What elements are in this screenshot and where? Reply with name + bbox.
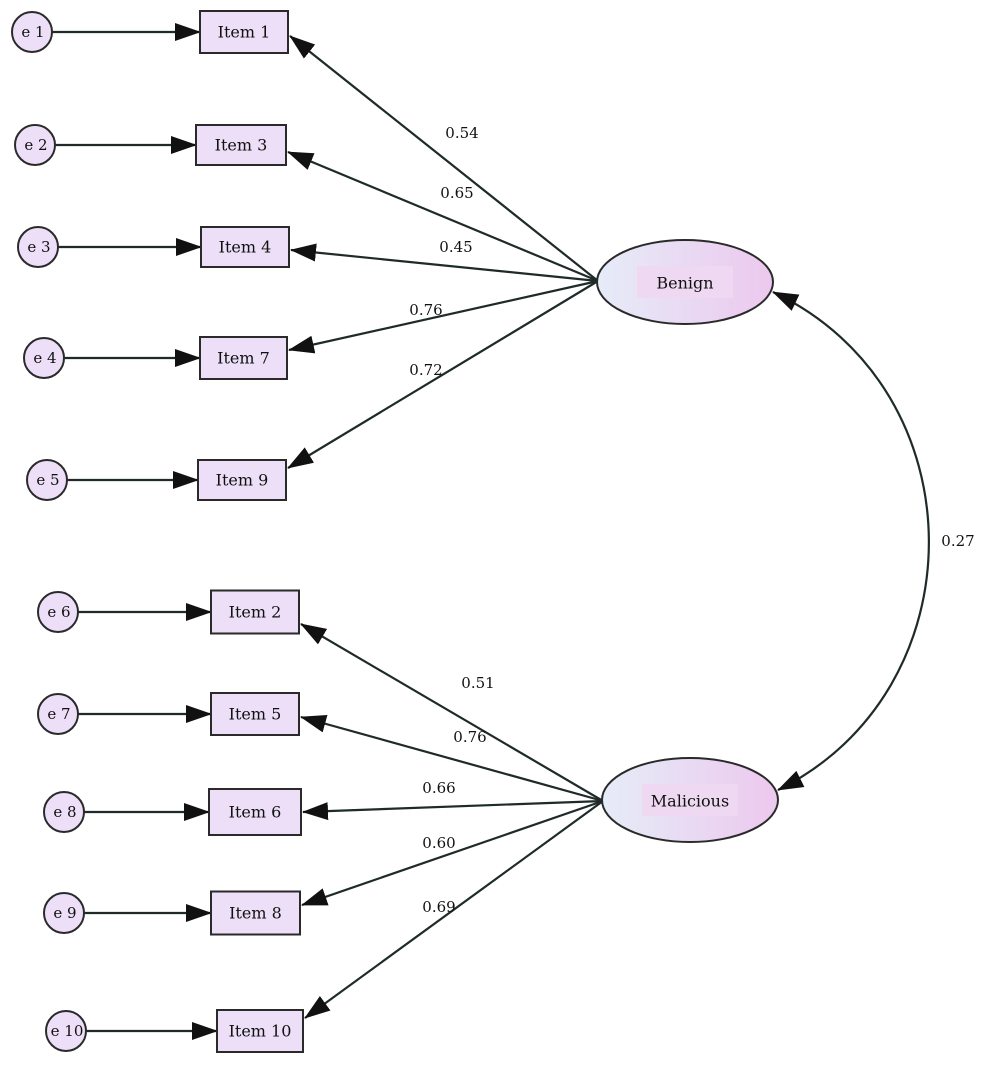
item-9-loading-value: 0.72 (409, 361, 442, 379)
item-1-box (199, 10, 289, 54)
item-2-loading-value: 0.51 (461, 674, 494, 692)
item-4-label: Item 4 (219, 238, 272, 257)
item-10-box (216, 1009, 304, 1053)
error-label-e-8: e 8 (53, 803, 76, 821)
item-9-label: Item 9 (216, 471, 269, 490)
item-3-box (195, 124, 287, 166)
error-circle-e-2 (14, 124, 56, 166)
malicious-factor-label: Malicious (651, 792, 729, 811)
benign-factor-label: Benign (656, 274, 713, 293)
error-circle-e-9 (43, 892, 85, 934)
error-label-e-2: e 2 (24, 136, 47, 154)
error-circle-e-5 (26, 459, 68, 501)
error-circle-e-10 (45, 1010, 87, 1052)
item-7-loading-value: 0.76 (409, 301, 442, 319)
malicious-to-item-8-path (301, 799, 604, 907)
error-circle-e-3 (17, 226, 59, 268)
item-8-label: Item 8 (229, 904, 282, 923)
item-2-label: Item 2 (229, 603, 282, 622)
benign-label-background (637, 266, 733, 298)
item-8-loading-value: 0.60 (422, 834, 455, 852)
benign-to-item-1-path (289, 35, 599, 282)
item-3-loading-value: 0.65 (440, 184, 473, 202)
item-9-box (197, 459, 287, 501)
item-5-loading-value: 0.76 (453, 728, 486, 746)
item-10-label: Item 10 (229, 1022, 292, 1041)
error-label-e-7: e 7 (47, 705, 70, 723)
item-6-loading-value: 0.66 (422, 779, 455, 797)
item-2-box (210, 589, 300, 635)
malicious-to-item-5-path (300, 715, 604, 803)
item-4-box (200, 226, 290, 268)
malicious-to-item-6-path (302, 799, 604, 821)
error-circle-e-6 (37, 591, 79, 633)
error-circle-e-8 (43, 791, 85, 833)
item-6-label: Item 6 (229, 803, 282, 822)
item-5-label: Item 5 (229, 705, 282, 724)
item-1-loading-value: 0.54 (445, 124, 478, 142)
item-3-label: Item 3 (215, 136, 268, 155)
benign-to-item-9-path (287, 280, 599, 469)
malicious-to-item-10-path (304, 800, 604, 1019)
item-7-label: Item 7 (217, 349, 270, 368)
correlation-value: 0.27 (941, 532, 974, 550)
item-1-label: Item 1 (218, 23, 271, 42)
error-circle-e-7 (37, 693, 79, 735)
error-label-e-5: e 5 (36, 471, 59, 489)
error-label-e-1: e 1 (21, 23, 44, 41)
item-7-box (199, 336, 288, 380)
malicious-to-item-2-path (300, 623, 604, 802)
benign-to-item-4-path (290, 243, 599, 283)
item-8-box (210, 890, 301, 936)
benign-to-item-7-path (288, 279, 599, 354)
malicious-label-background (642, 784, 738, 816)
error-label-e-10: e 10 (51, 1022, 84, 1040)
error-circle-e-1 (11, 11, 53, 53)
benign-to-item-3-path (287, 150, 599, 283)
item-6-box (208, 788, 302, 836)
item-10-loading-value: 0.69 (422, 898, 455, 916)
item-5-box (210, 692, 300, 736)
factor-correlation-curve (772, 291, 930, 791)
item-4-loading-value: 0.45 (439, 238, 472, 256)
error-label-e-4: e 4 (33, 349, 56, 367)
error-label-e-6: e 6 (47, 603, 70, 621)
error-label-e-3: e 3 (27, 238, 50, 256)
error-label-e-9: e 9 (53, 904, 76, 922)
error-circle-e-4 (23, 337, 65, 379)
